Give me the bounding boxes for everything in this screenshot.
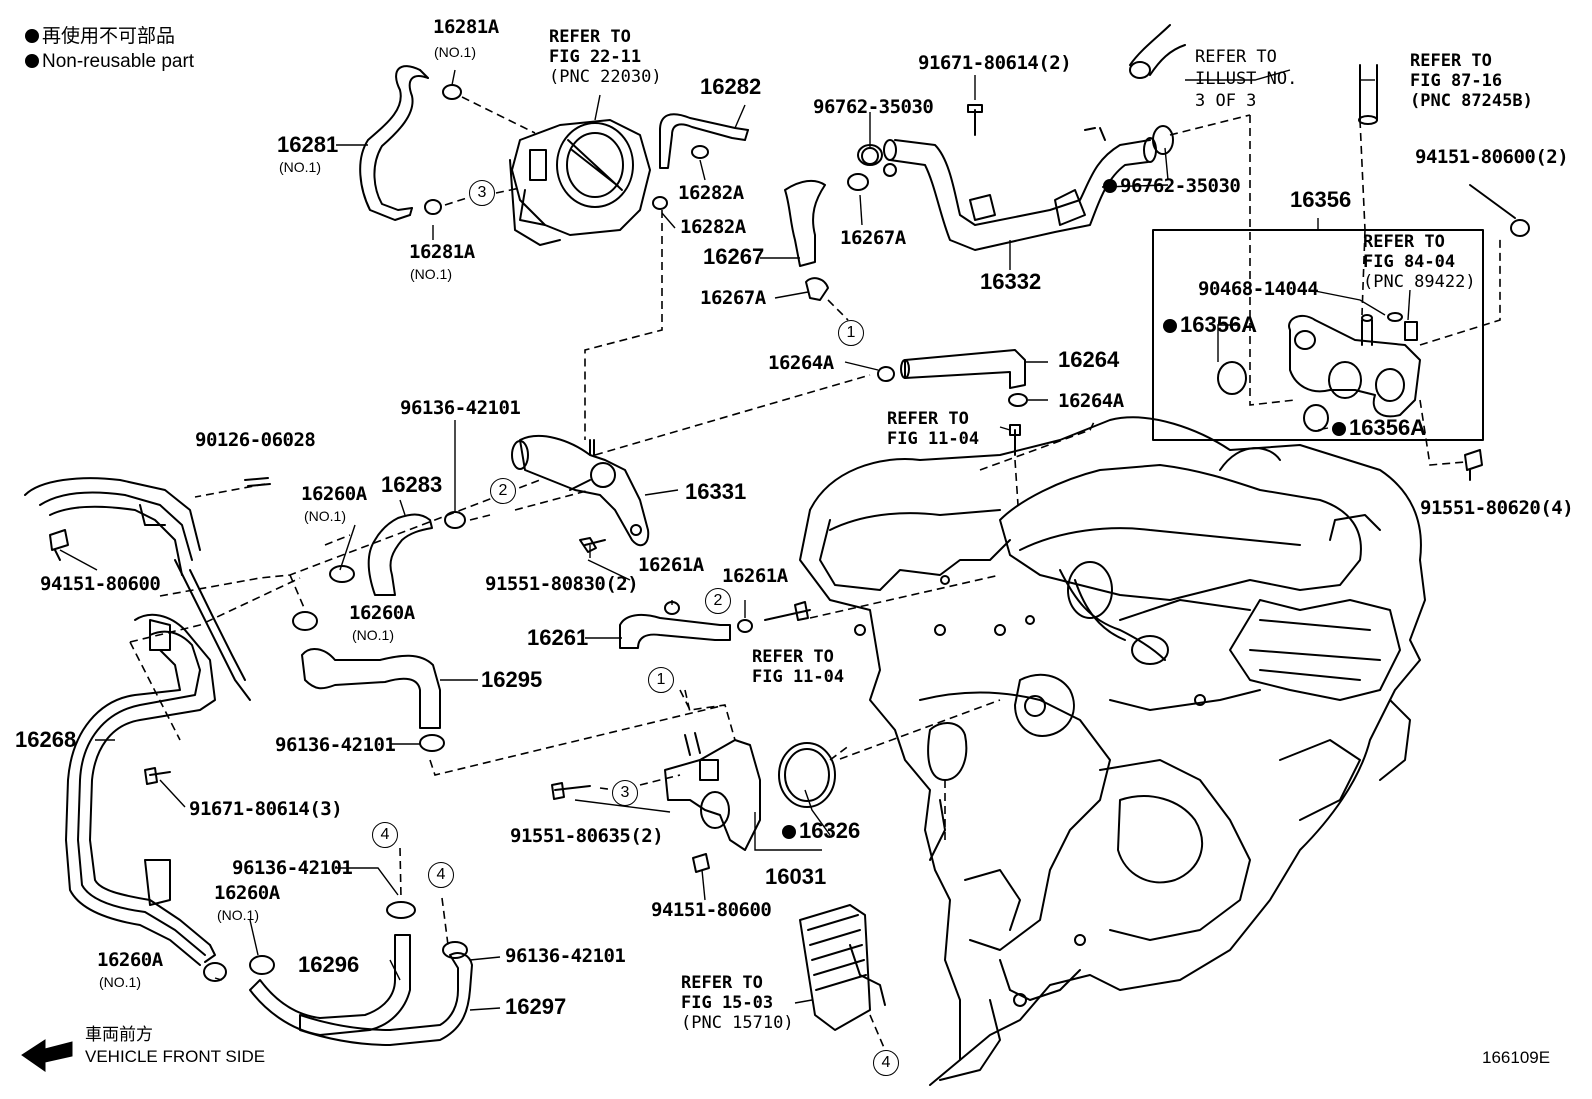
label-16281: 16281	[277, 132, 339, 157]
legend-en: Non-reusable part	[25, 52, 194, 72]
label-no1: (NO.1)	[99, 974, 141, 990]
label-no1: (NO.1)	[304, 508, 346, 524]
label-16267: 16267	[703, 244, 765, 269]
label-16356: 16356	[1290, 187, 1352, 212]
label-16261A: 16261A	[638, 554, 704, 576]
label-91551-80830-2: 91551-80830(2)	[485, 573, 639, 595]
label-no1: (NO.1)	[434, 44, 476, 60]
label-16260A: 16260A	[349, 602, 415, 624]
label-16264A: 16264A	[1058, 390, 1124, 412]
callout-2: 2	[490, 478, 516, 504]
label-16326: 16326	[782, 820, 860, 842]
hose-16295	[301, 648, 441, 729]
label-16260A: 16260A	[97, 949, 163, 971]
label-16264: 16264	[1058, 347, 1120, 372]
label-16260A: 16260A	[214, 882, 280, 904]
label-91551-80635-2: 91551-80635(2)	[510, 825, 664, 847]
label-16261A: 16261A	[722, 565, 788, 587]
label-16267A: 16267A	[700, 287, 766, 309]
label-16283: 16283	[381, 472, 443, 497]
label-16282: 16282	[700, 74, 762, 99]
label-94151-80600: 94151-80600	[651, 899, 772, 921]
label-16282A: 16282A	[680, 216, 746, 238]
label-16260A: 16260A	[301, 483, 367, 505]
label-no1: (NO.1)	[410, 266, 452, 282]
label-no1: (NO.1)	[217, 907, 259, 923]
callout-2: 2	[705, 588, 731, 614]
label-16356A: 16356A	[1163, 314, 1257, 336]
callout-4: 4	[428, 862, 454, 888]
label-16356A: 16356A	[1332, 417, 1426, 439]
label-96136-42101: 96136-42101	[232, 857, 353, 879]
callout-4: 4	[873, 1050, 899, 1076]
label-16295: 16295	[481, 667, 543, 692]
label-16297: 16297	[505, 994, 567, 1019]
label-16332: 16332	[980, 269, 1042, 294]
hose-16264	[877, 349, 1028, 407]
callout-1: 1	[648, 667, 674, 693]
label-91671-80614-2: 91671-80614(2)	[918, 52, 1072, 74]
front-arrow	[21, 1039, 73, 1072]
label-16331: 16331	[685, 479, 747, 504]
callout-3: 3	[612, 780, 638, 806]
label-96136-42101: 96136-42101	[400, 397, 521, 419]
label-16296: 16296	[298, 952, 360, 977]
water-outlet-16331	[511, 435, 650, 547]
label-94151-80600: 94151-80600	[40, 573, 161, 595]
bolts	[49, 104, 1530, 873]
label-96762-35030: 96762-35030	[1103, 176, 1241, 196]
label-91551-80620-4: 91551-80620(4)	[1420, 497, 1574, 519]
label-16281A: 16281A	[409, 241, 475, 263]
callout-4: 4	[372, 822, 398, 848]
label-no1: (NO.1)	[352, 627, 394, 643]
label-94151-80600-2: 94151-80600(2)	[1415, 146, 1569, 168]
label-16261: 16261	[527, 625, 589, 650]
label-91671-80614-3: 91671-80614(3)	[189, 798, 343, 820]
legend-jp: 再使用不可部品	[25, 27, 175, 47]
callout-1: 1	[838, 320, 864, 346]
label-96136-42101: 96136-42101	[275, 734, 396, 756]
front-side-jp: 車両前方	[85, 1025, 153, 1044]
oil-cooler	[799, 904, 886, 1031]
label-90126-06028: 90126-06028	[195, 429, 316, 451]
label-16031: 16031	[765, 864, 827, 889]
engine-block	[799, 416, 1426, 1086]
hose-16261	[619, 613, 731, 649]
label-16264A: 16264A	[768, 352, 834, 374]
label-96136-42101: 96136-42101	[505, 945, 626, 967]
front-side-en: VEHICLE FRONT SIDE	[85, 1047, 266, 1066]
label-16268: 16268	[15, 727, 77, 752]
callout-3: 3	[469, 180, 495, 206]
diagram-id: 166109E	[1482, 1048, 1551, 1067]
label-16267A: 16267A	[840, 227, 906, 249]
label-90468-14044: 90468-14044	[1198, 278, 1319, 300]
label-96762-35030: 96762-35030	[813, 96, 934, 118]
label-16282A: 16282A	[678, 182, 744, 204]
label-16281A: 16281A	[433, 16, 499, 38]
hose-16296-16297	[203, 901, 473, 1046]
label-no1: (NO.1)	[279, 159, 321, 175]
throttle-body	[509, 119, 651, 246]
